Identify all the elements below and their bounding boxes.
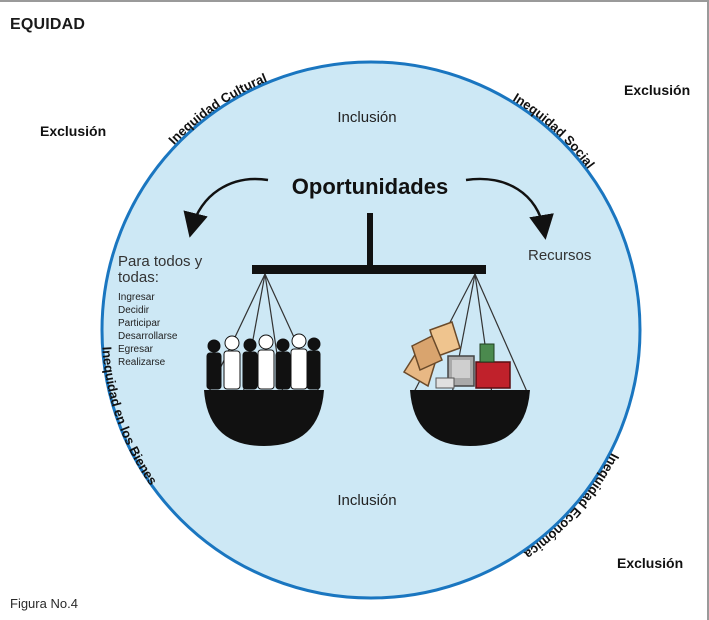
people-icon [206, 333, 321, 390]
left-pan [204, 390, 324, 446]
exclusion-label-top-right: Exclusión [624, 82, 690, 98]
left-list-item: Participar [118, 318, 161, 329]
exclusion-label-top-left: Exclusión [40, 123, 106, 139]
right-pan [410, 390, 530, 446]
scale-post [367, 213, 373, 269]
left-list-item: Decidir [118, 305, 150, 316]
left-list-item: Desarrollarse [118, 331, 178, 342]
center-title: Oportunidades [292, 174, 448, 199]
inclusion-label-bottom: Inclusión [337, 492, 396, 509]
figure-caption: Figura No.4 [10, 596, 78, 611]
resources-icon [402, 321, 511, 389]
left-list-item: Realizarse [118, 357, 166, 368]
arrow-right [465, 177, 554, 240]
scale-beam [252, 265, 486, 274]
exclusion-label-bottom-right: Exclusión [617, 555, 683, 571]
page-title: EQUIDAD [10, 16, 86, 33]
left-list-item: Egresar [118, 344, 154, 355]
left-heading-line-2: todas: [118, 269, 159, 286]
inclusion-label-top: Inclusión [337, 109, 396, 126]
arrow-left [183, 177, 269, 238]
right-label-recursos: Recursos [528, 247, 591, 264]
left-list-item: Ingresar [118, 292, 155, 303]
left-heading-line-1: Para todos y [118, 253, 203, 270]
inclusion-circle [100, 60, 642, 600]
